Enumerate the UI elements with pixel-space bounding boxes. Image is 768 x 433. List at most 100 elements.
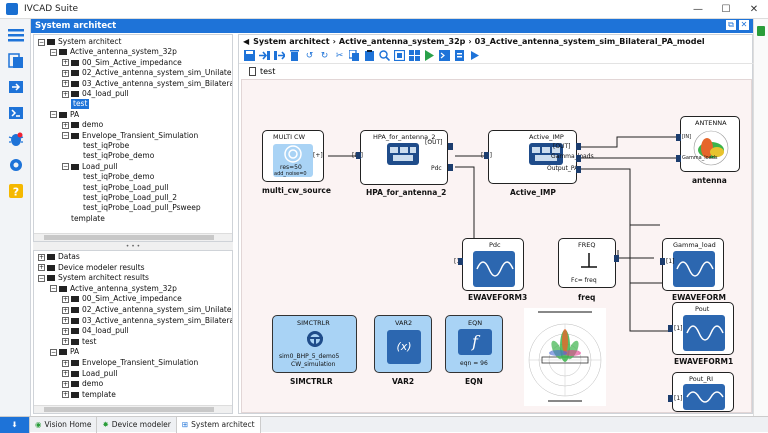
pin-icon[interactable]: ⬇: [0, 416, 30, 433]
project-tree-icon[interactable]: [0, 49, 31, 73]
open-console-icon[interactable]: [438, 49, 451, 62]
expand-icon[interactable]: +: [62, 338, 69, 346]
minimize-button[interactable]: —: [693, 4, 703, 15]
document-tab[interactable]: test: [239, 65, 754, 77]
breadcrumb-back-icon[interactable]: ◀: [243, 37, 250, 46]
connection-port[interactable]: [668, 395, 673, 402]
pout-ri-waveform-block[interactable]: Pout_RI: [672, 372, 734, 412]
tree-node[interactable]: +test: [62, 337, 96, 347]
expand-icon[interactable]: +: [62, 317, 69, 325]
horizontal-scrollbar[interactable]: [34, 405, 232, 413]
tab-vision-home[interactable]: ◉ Vision Home: [30, 416, 98, 433]
tree-node[interactable]: −System architect results: [38, 273, 149, 283]
delete-icon[interactable]: [288, 49, 301, 62]
expand-icon[interactable]: +: [62, 380, 69, 388]
tab-device-modeler[interactable]: ✸ Device modeler: [97, 416, 177, 433]
undo-icon[interactable]: ↺: [305, 50, 314, 61]
tree-node[interactable]: +template: [62, 390, 116, 400]
pout-waveform-block[interactable]: Pout: [672, 302, 734, 355]
expand-icon[interactable]: +: [62, 370, 69, 378]
tree-node[interactable]: −PA: [50, 110, 79, 120]
paste-icon[interactable]: [363, 49, 376, 62]
expand-icon[interactable]: +: [62, 59, 69, 67]
tree-node[interactable]: +02_Active_antenna_system_sim_Unilateral…: [62, 68, 232, 78]
schematic-canvas[interactable]: MULTI CW res=50 add_noise=0 [+] multi_cw…: [241, 79, 752, 413]
tree-node[interactable]: test_iqProbe: [74, 141, 129, 151]
tree-node[interactable]: template: [62, 214, 105, 224]
expand-icon[interactable]: +: [62, 80, 69, 88]
expand-icon[interactable]: +: [62, 391, 69, 399]
export-file-icon[interactable]: [453, 49, 466, 62]
expand-icon[interactable]: +: [62, 69, 69, 77]
connection-port[interactable]: [356, 152, 361, 159]
breadcrumb-item[interactable]: Active_antenna_system_32p: [338, 37, 466, 46]
settings-gear-icon[interactable]: [0, 153, 31, 177]
tree-node[interactable]: test: [62, 99, 90, 110]
tree-node[interactable]: +02_Active_antenna_system_sim_Unilateral…: [62, 305, 232, 315]
collapse-icon[interactable]: −: [38, 274, 45, 282]
connection-port[interactable]: [448, 164, 453, 171]
redo-icon[interactable]: ↻: [320, 50, 329, 61]
connection-port[interactable]: [660, 258, 665, 265]
connection-port[interactable]: [458, 258, 463, 265]
panel-undock-button[interactable]: ⧉: [726, 20, 736, 30]
scrollbar-thumb[interactable]: [44, 407, 214, 412]
horizontal-scrollbar[interactable]: [34, 233, 232, 241]
expand-icon[interactable]: +: [38, 264, 45, 272]
save-icon[interactable]: [243, 49, 256, 62]
ewaveform3-block[interactable]: Pdc: [462, 238, 524, 291]
tree-node[interactable]: +demo: [62, 120, 103, 130]
tree-node[interactable]: test_iqProbe_Load_pull_2: [74, 193, 177, 203]
connection-port[interactable]: [448, 143, 453, 150]
fit-view-icon[interactable]: [393, 49, 406, 62]
debug-icon[interactable]: [0, 127, 31, 151]
expand-icon[interactable]: +: [62, 306, 69, 314]
menu-icon[interactable]: [0, 23, 31, 47]
connection-port[interactable]: [668, 325, 673, 332]
freq-block[interactable]: FREQ Fc= freq: [558, 238, 616, 288]
active-imp-block[interactable]: Active_IMP [OUT]: [488, 130, 577, 184]
collapse-icon[interactable]: −: [50, 48, 57, 56]
tree-node[interactable]: +demo: [62, 379, 103, 389]
expand-icon[interactable]: +: [62, 90, 69, 98]
expand-icon[interactable]: +: [62, 121, 69, 129]
zoom-in-icon[interactable]: [378, 49, 391, 62]
tree-node[interactable]: +Device modeler results: [38, 263, 145, 273]
antenna-block[interactable]: ANTENNA: [680, 116, 740, 172]
hpa-block[interactable]: HPA_for_antenna_2 [OUT] Pdc: [360, 130, 448, 185]
tree-node[interactable]: +Load_pull: [62, 369, 117, 379]
collapse-icon[interactable]: −: [38, 38, 45, 46]
tree-node[interactable]: +00_Sim_Active_impedance: [62, 58, 182, 68]
terminal-icon[interactable]: [0, 101, 31, 125]
connection-port[interactable]: [676, 134, 681, 141]
help-icon[interactable]: ?: [0, 179, 31, 203]
close-button[interactable]: ✕: [749, 4, 759, 15]
connection-port[interactable]: [484, 152, 489, 159]
connection-port[interactable]: [614, 255, 619, 262]
cut-icon[interactable]: ✂: [335, 50, 344, 61]
tree-node[interactable]: +Envelope_Transient_Simulation: [62, 358, 198, 368]
expand-icon[interactable]: +: [62, 359, 69, 367]
tree-node[interactable]: −Load_pull: [62, 162, 117, 172]
tree-node[interactable]: test_iqProbe_Load_pull: [74, 183, 168, 193]
tree-node[interactable]: +Datas: [38, 252, 80, 262]
connection-port[interactable]: [576, 143, 581, 150]
tree-node[interactable]: test_iqProbe_demo: [74, 151, 154, 161]
collapse-icon[interactable]: −: [50, 348, 57, 356]
breadcrumb-item[interactable]: 03_Active_antenna_system_sim_Bilateral_P…: [474, 37, 705, 46]
maximize-button[interactable]: ☐: [721, 4, 731, 15]
collapse-icon[interactable]: −: [50, 285, 57, 293]
gamma-load-waveform-block[interactable]: Gamma_load: [662, 238, 724, 291]
results-tree[interactable]: +Datas+Device modeler results−System arc…: [33, 250, 233, 414]
collapse-icon[interactable]: −: [50, 111, 57, 119]
tree-node[interactable]: +03_Active_antenna_system_sim_Bilateral_…: [62, 316, 232, 326]
tree-node[interactable]: −PA: [50, 347, 79, 357]
import-block-icon[interactable]: [258, 49, 271, 62]
expand-icon[interactable]: +: [62, 327, 69, 335]
tree-node[interactable]: −System architect: [38, 37, 121, 47]
tree-node[interactable]: +00_Sim_Active_impedance: [62, 294, 182, 304]
equation-block[interactable]: EQN f eqn = 96: [445, 315, 503, 373]
tree-node[interactable]: −Active_antenna_system_32p: [50, 47, 177, 57]
connection-port[interactable]: [576, 155, 581, 162]
project-tree[interactable]: −System architect−Active_antenna_system_…: [33, 34, 233, 242]
